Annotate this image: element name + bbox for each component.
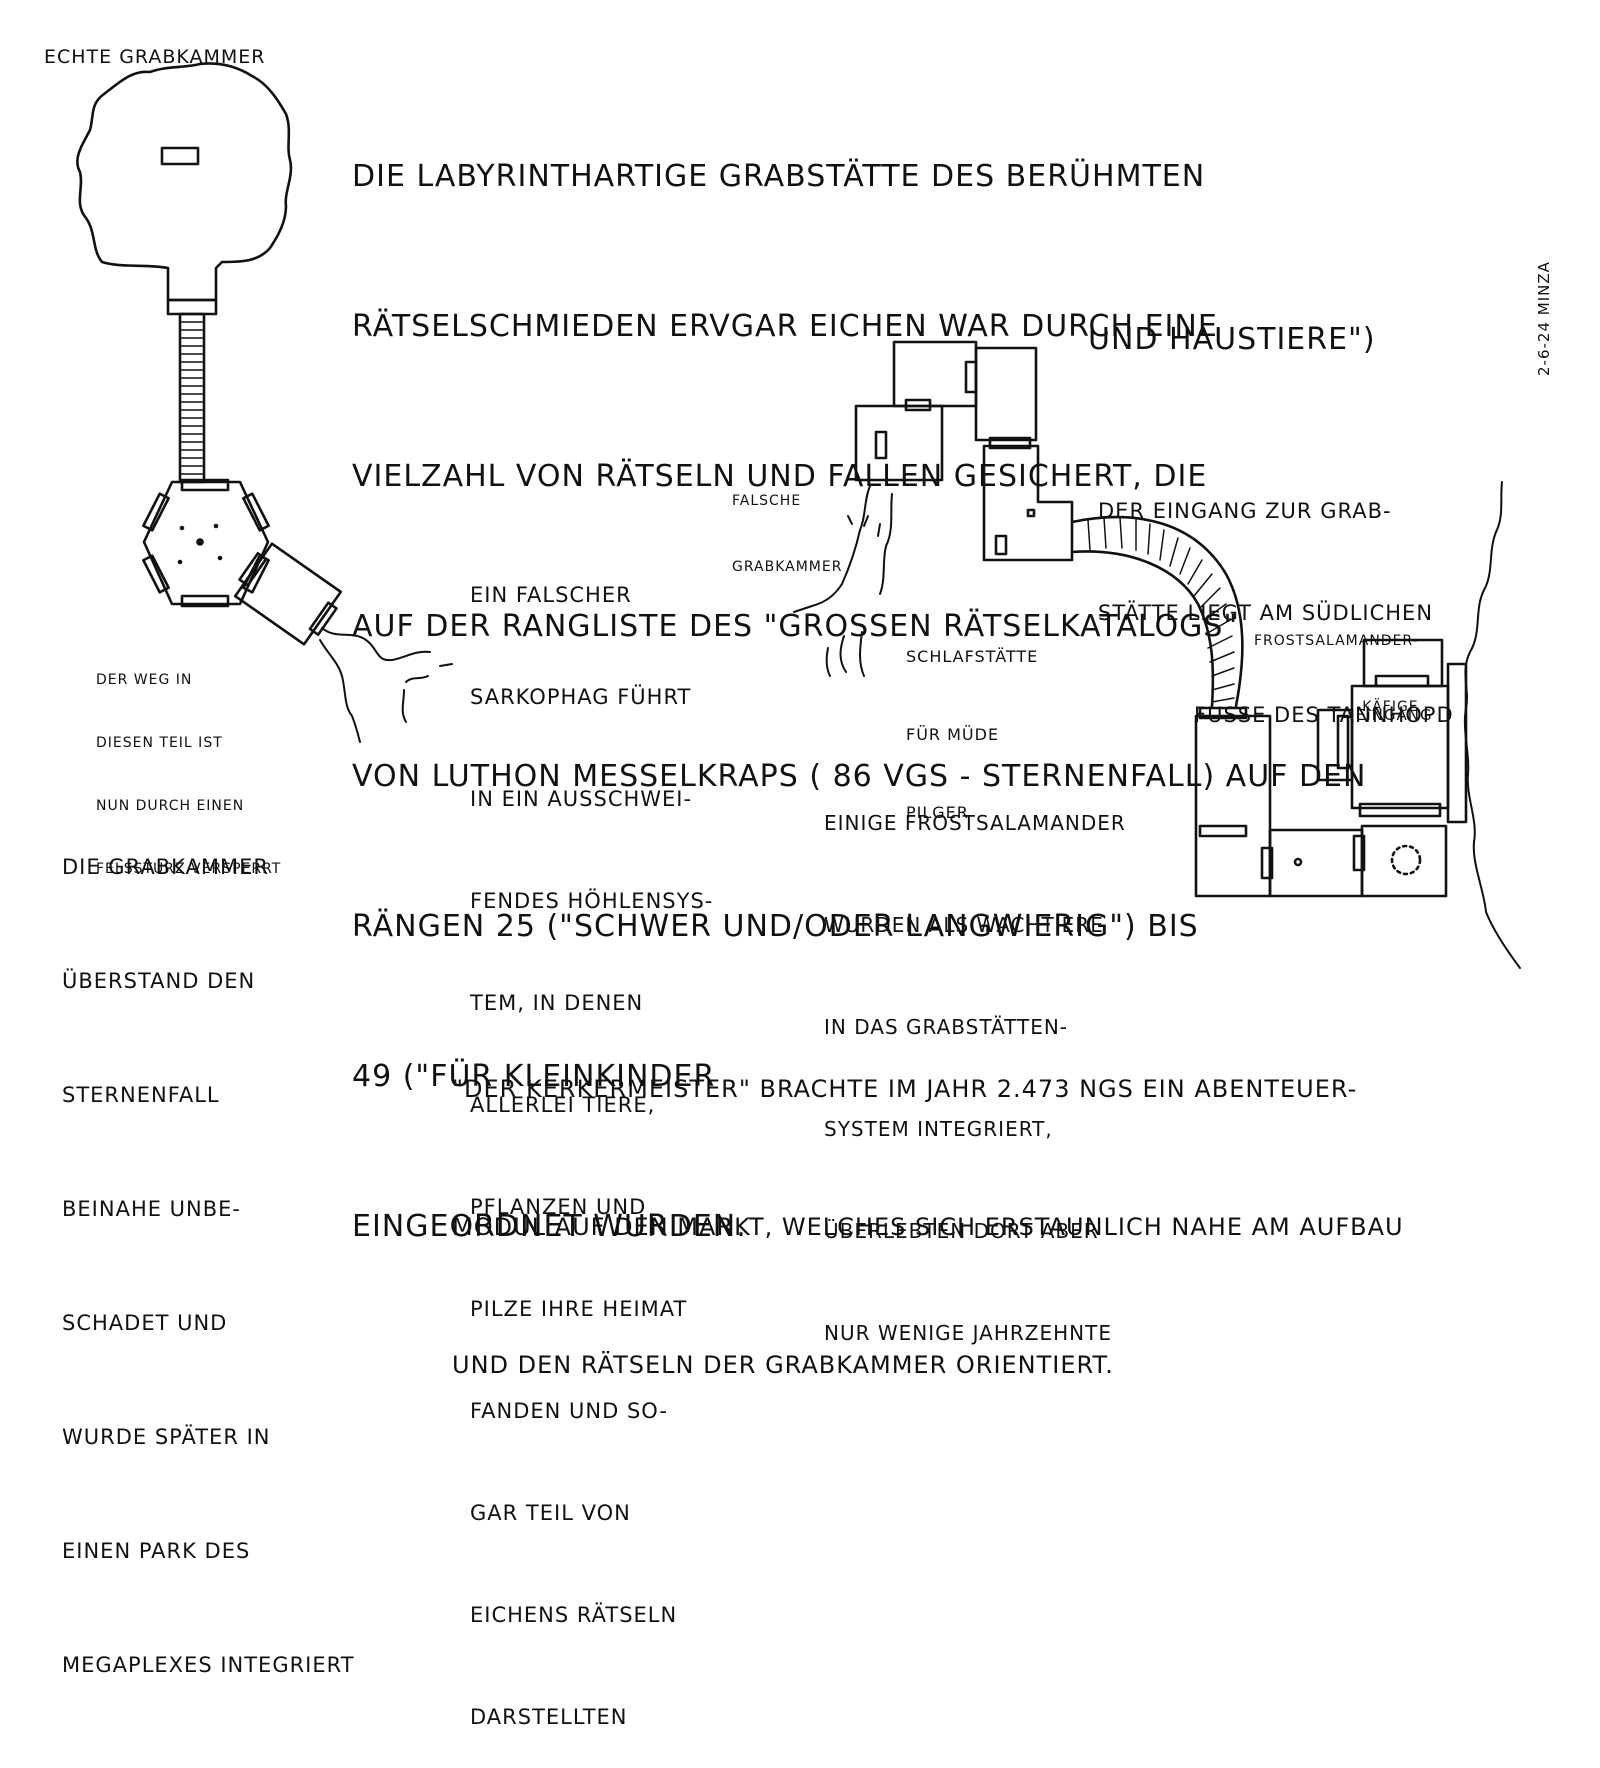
falsche-grabkammer-label: FALSCHE GRABKAMMER: [732, 493, 843, 575]
rockfall-note: DER WEG iN DiESEN TEiL iST NUN DURCH EiN…: [96, 672, 282, 877]
dungeon-master-note: "DER KERKERMEiSTER" BRACHTE iM JAHR 2.47…: [452, 1075, 1404, 1379]
intro-line: VON LUTHON MESSELKRAPS ( 86 VGS - STERNE…: [352, 759, 1367, 794]
intro-text: DiE LABYRINTHARTIGE GRABSTÄTTE DES BERÜH…: [352, 52, 1366, 1302]
intro-tail: UND HAUSTiERE"): [1088, 322, 1376, 357]
intro-line: RÄTSELSCHMiEDEN ERVGAR EiCHEN WAR DURCH …: [352, 309, 1218, 344]
intro-line: RÄNGEN 25 ("SCHWER UND/ODER LANGWiERiG")…: [352, 909, 1199, 944]
frostsalamander-kaefige-label: FROSTSALAMANDER- KÄFIGE: [1254, 633, 1419, 715]
intro-line: 49 ("FÜR KLEiNKiNDER: [352, 1059, 716, 1094]
tomb-survived-note: DiE GRABKAMMER ÜBERSTAND DEN STERNENFALL…: [62, 855, 355, 1677]
hexagonal-chamber: [142, 480, 270, 606]
schlafstaette-rooms: [892, 340, 1074, 562]
intro-line: AUF DER RANGLiSTE DES "GROSSEN RÄTSELKAT…: [352, 609, 1239, 644]
collapsed-side-chamber: [233, 542, 343, 646]
echte-grabkammer-label: ECHTE GRABKAMMER: [44, 46, 266, 68]
echte-grabkammer-cave: [76, 62, 293, 302]
mountain-slope: [1463, 481, 1521, 969]
entrance-note: DER EiNGANG ZUR GRAB- STÄTTE LiEGT AM SÜ…: [1098, 499, 1454, 727]
intro-line: ViELZAHL VON RÄTSELN UND FALLEN GESiCHER…: [352, 459, 1208, 494]
cave-passages: [319, 485, 893, 743]
frostsalamander-cages: [1316, 638, 1468, 824]
eingang-label: EiNGANG: [1356, 706, 1433, 724]
date-signature: 2-6-24 MiNZA: [1535, 261, 1553, 376]
sarcophagus-icon: [160, 146, 200, 166]
entrance-complex: [1194, 706, 1448, 898]
segmented-corridor: [178, 312, 206, 484]
schlafstaette-label: SCHLAFSTÄTTE FÜR MÜDE PILGER: [906, 647, 1039, 822]
curved-tunnel: [1070, 515, 1244, 708]
tomb-map: [76, 62, 1521, 969]
intro-line: DiE LABYRINTHARTIGE GRABSTÄTTE DES BERÜH…: [352, 159, 1206, 194]
